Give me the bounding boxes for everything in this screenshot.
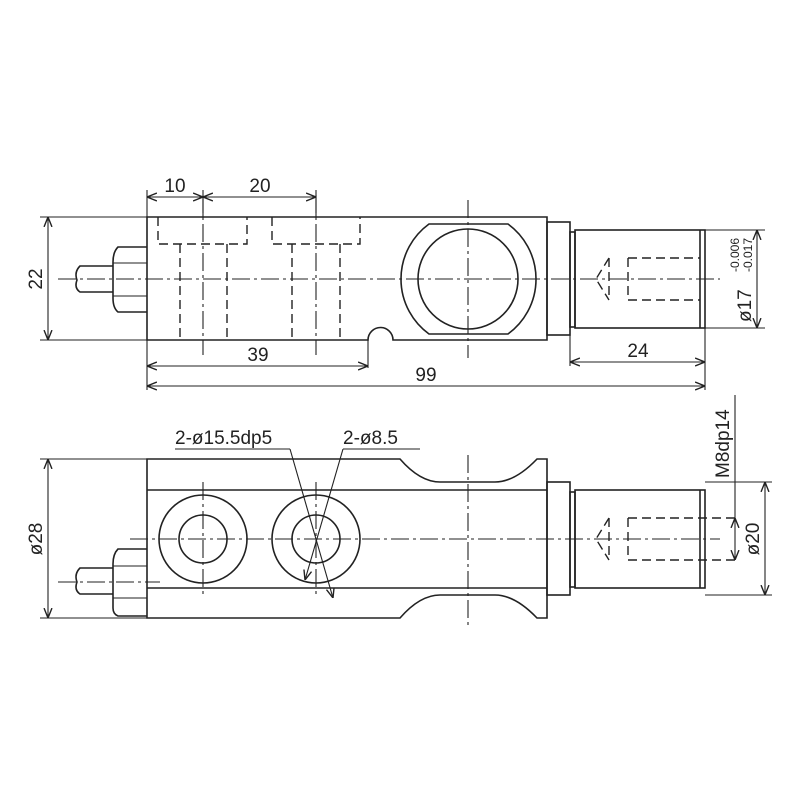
dim-10-label: 10 [164,176,185,197]
hole-leaders: 2-ø15.5dp5 2-ø8.5 [175,428,420,598]
dim-hole-spacing: 10 20 [146,176,317,217]
dim-20-label: 20 [249,176,270,197]
dim-spigot-20: ø20 [705,481,772,596]
top-view: 10 20 22 39 99 24 ø17 [26,176,765,390]
front-view: 2-ø15.5dp5 2-ø8.5 ø28 M8dp14 [26,395,772,625]
cable-gland-top [75,246,147,313]
front-body-outline [146,458,548,619]
through-hole-label: 2-ø8.5 [343,428,398,449]
dim-22-label: 22 [26,268,47,289]
dim-39-label: 39 [247,345,268,366]
top-body-outline [146,216,548,341]
dim-99-label: 99 [415,365,436,386]
dim-17-label: ø17 [735,289,756,322]
dim-20-dia-label: ø20 [743,523,764,556]
spigot-top [546,221,706,336]
tol-upper-label: -0.006 [728,238,742,272]
loading-hole-top [400,200,537,358]
thread-label: M8dp14 [713,409,734,478]
mounting-holes-front [158,482,361,597]
hidden-holes-top [157,195,361,355]
tol-lower-label: -0.017 [741,238,755,272]
dim-28-label: ø28 [26,523,47,556]
dim-spigot-17: ø17 -0.006 -0.017 [705,229,765,329]
counterbore-label: 2-ø15.5dp5 [175,428,272,449]
cable-gland-front [58,548,160,617]
spigot-front [546,481,735,596]
dim-thread: M8dp14 [713,395,735,560]
dim-lengths: 39 99 24 [146,328,706,390]
dim-24-label: 24 [627,341,649,362]
dim-diameter-28: ø28 [26,458,147,619]
dim-height-22: 22 [26,216,147,341]
